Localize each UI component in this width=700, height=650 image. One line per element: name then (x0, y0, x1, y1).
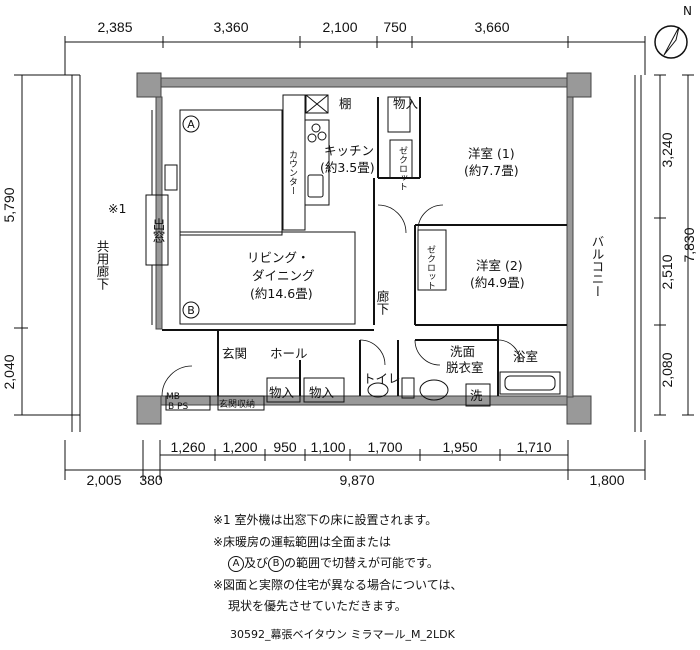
partition-walls (162, 97, 567, 396)
label-balcony: バルコニー (590, 235, 605, 298)
zone-b-circle: B (268, 555, 285, 572)
storage-units (165, 96, 447, 411)
label-mb: MB (166, 392, 180, 402)
north-compass-icon (654, 25, 688, 59)
label-hallway: 廊下 (375, 289, 390, 315)
label-shelf: 棚 (339, 96, 352, 111)
exterior-lines (71, 75, 642, 432)
label-bathroom: 浴室 (513, 349, 538, 364)
note-line-3-end: の範囲で切替えが可能です。 (284, 556, 439, 570)
label-kitchen-size: (約3.5畳) (320, 160, 375, 175)
dim-right-3: 2,080 (659, 352, 675, 387)
dim-bottom-upper-6: 1,950 (442, 439, 477, 455)
dim-bottom-upper-7: 1,710 (516, 439, 551, 455)
dim-top-4: 750 (383, 19, 407, 35)
label-storage-right: 物入 (309, 385, 335, 400)
dim-bottom-upper-5: 1,700 (367, 439, 402, 455)
dim-bottom-lower-1: 2,005 (86, 472, 121, 488)
dim-top-2: 3,360 (213, 19, 248, 35)
floor-heating-zones (179, 109, 356, 325)
dim-top-1: 2,385 (97, 19, 132, 35)
label-western-2-size: (約4.9畳) (470, 275, 525, 290)
label-western-1: 洋室 (1) (468, 146, 515, 161)
note-line-4: ※図面と実際の住宅が異なる場合については、 (213, 577, 463, 592)
dim-bottom-upper-1: 1,260 (170, 439, 205, 455)
plan-caption: 30592_幕張ベイタウン ミラマール_M_2LDK (230, 628, 455, 641)
dim-left-1: 5,790 (1, 187, 17, 222)
note-line-3-mid: 及び (244, 556, 269, 570)
label-living-size: (約14.6畳) (250, 286, 313, 301)
label-washer: 洗 (470, 388, 483, 403)
dim-bottom-lower-3: 9,870 (339, 472, 374, 488)
dim-right-outer: 7,830 (681, 227, 697, 262)
bathroom-fixtures (367, 371, 561, 407)
note-line-5: 現状を優先させていただきます。 (228, 599, 407, 613)
label-washroom-1: 洗面 (450, 344, 475, 359)
label-closet-2: ゼクロット (425, 245, 436, 290)
label-hall: ホール (270, 346, 308, 361)
label-western-1-size: (約7.7畳) (464, 163, 519, 178)
label-western-2: 洋室 (2) (476, 258, 523, 273)
label-storage-left: 物入 (269, 385, 295, 400)
dim-top-5: 3,660 (474, 19, 509, 35)
label-closet-1: ゼクロット (397, 146, 408, 191)
label-ps: B PS (168, 402, 188, 412)
kitchen-counter (282, 94, 330, 231)
dim-left-2: 2,040 (1, 354, 17, 389)
north-label: N (683, 4, 692, 18)
label-washroom-2: 脱衣室 (446, 360, 484, 375)
dim-bottom-upper-3: 950 (273, 439, 297, 455)
label-toilet: トイレ (363, 371, 401, 386)
label-entrance: 玄関 (222, 346, 247, 361)
dim-top-3: 2,100 (322, 19, 357, 35)
dim-bottom-lower-2: 380 (139, 472, 163, 488)
zone-a-circle: A (228, 555, 244, 572)
bay-window (145, 110, 178, 325)
label-storage-top: 物入 (393, 96, 419, 111)
dimension-lines (14, 36, 694, 480)
note-line-2: ※床暖房の運転範囲は全面または (213, 534, 392, 549)
label-window: 出窓 (151, 218, 166, 243)
note-line-1: ※1 室外機は出窓下の床に設置されます。 (213, 513, 438, 527)
walls (136, 72, 592, 425)
label-common-corridor: 共用廊下 (95, 240, 110, 290)
label-kitchen: キッチン (324, 143, 374, 158)
zone-a-marker-icon (182, 115, 200, 133)
dim-bottom-lower-4: 1,800 (589, 472, 624, 488)
zone-a-label: A (187, 118, 195, 131)
dim-right-1: 3,240 (659, 132, 675, 167)
door-swings (161, 204, 521, 397)
label-note-mark: ※1 (108, 201, 126, 216)
label-living-1: リビング・ (247, 250, 310, 265)
zone-b-label: B (187, 304, 195, 317)
zone-b-marker-icon (182, 301, 200, 319)
dim-bottom-upper-2: 1,200 (222, 439, 257, 455)
label-counter: カウンター (287, 150, 298, 195)
dim-bottom-upper-4: 1,100 (310, 439, 345, 455)
label-living-2: ダイニング (252, 268, 315, 283)
label-shoe-storage: 玄関収納 (219, 398, 255, 410)
dim-right-2: 2,510 (659, 254, 675, 289)
